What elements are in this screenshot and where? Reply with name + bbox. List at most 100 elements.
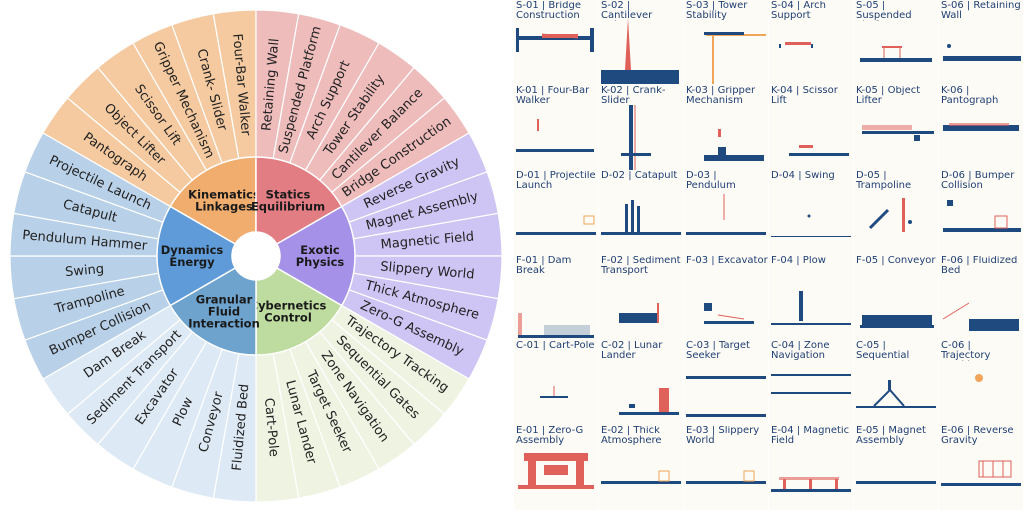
task-thumbnail: D-04 | Swing — [769, 170, 853, 255]
task-scene — [684, 255, 768, 340]
task-scene — [854, 425, 938, 510]
task-scene — [684, 170, 768, 255]
task-thumbnail: E-03 | Slippery World — [684, 425, 768, 510]
task-scene — [684, 425, 768, 510]
task-label: S-06 | Retaining Wall — [941, 1, 1021, 21]
task-scene — [514, 0, 598, 85]
task-label: C-04 | Zone Navigation — [771, 341, 830, 361]
task-thumbnail: S-04 | Arch Support — [769, 0, 853, 85]
task-label: E-04 | Magnetic Field — [771, 426, 850, 446]
task-thumbnail: C-01 | Cart-Pole — [514, 340, 598, 425]
task-label: C-05 | Sequential Gates — [856, 341, 910, 361]
task-thumbnail: D-01 | Projectile Launch — [514, 170, 598, 255]
task-scene — [939, 255, 1023, 340]
task-thumbnail: E-04 | Magnetic Field — [769, 425, 853, 510]
task-scene — [514, 255, 598, 340]
task-thumbnail: S-01 | Bridge Construction — [514, 0, 598, 85]
task-scene — [854, 340, 938, 425]
task-scene — [769, 425, 853, 510]
task-scene — [854, 85, 938, 170]
task-label: K-01 | Four-Bar Walker — [516, 86, 590, 106]
task-label: E-06 | Reverse Gravity — [941, 426, 1014, 446]
task-scene — [769, 340, 853, 425]
task-scene — [514, 170, 598, 255]
task-thumbnail: K-01 | Four-Bar Walker — [514, 85, 598, 170]
task-label: K-03 | Gripper Mechanism — [686, 86, 756, 106]
task-label: D-02 | Catapult — [601, 171, 678, 181]
task-scene — [939, 340, 1023, 425]
task-label: E-05 | Magnet Assembly — [856, 426, 926, 446]
task-thumbnail: K-05 | Object Lifter — [854, 85, 938, 170]
task-label: F-05 | Conveyor — [856, 256, 936, 266]
task-scene — [939, 0, 1023, 85]
task-thumbnail: F-01 | Dam Break — [514, 255, 598, 340]
task-label: F-02 | Sediment Transport — [601, 256, 681, 276]
task-scene — [854, 170, 938, 255]
task-scene — [684, 0, 768, 85]
task-label: S-05 | Suspended Platform — [856, 1, 912, 21]
task-thumbnail: D-05 | Trampoline — [854, 170, 938, 255]
task-thumbnail: F-05 | Conveyor — [854, 255, 938, 340]
task-label: K-04 | Scissor Lift — [771, 86, 838, 106]
task-label: S-04 | Arch Support — [771, 1, 826, 21]
task-thumbnail: F-06 | Fluidized Bed — [939, 255, 1023, 340]
task-scene — [514, 425, 598, 510]
wheel-item-label: Swing — [65, 262, 105, 280]
task-thumbnail: K-03 | Gripper Mechanism — [684, 85, 768, 170]
task-label: K-02 | Crank-Slider — [601, 86, 666, 106]
task-scene — [854, 255, 938, 340]
task-scene — [939, 170, 1023, 255]
task-scene — [599, 425, 683, 510]
task-label: S-03 | Tower Stability — [686, 1, 748, 21]
task-label: C-01 | Cart-Pole — [516, 341, 595, 351]
task-scene — [599, 255, 683, 340]
wheel-center-hole — [232, 232, 280, 280]
task-thumbnail: C-04 | Zone Navigation — [769, 340, 853, 425]
task-scene — [769, 170, 853, 255]
task-thumbnail: S-02 | Cantilever Balance — [599, 0, 683, 85]
task-label: E-03 | Slippery World — [686, 426, 760, 446]
wheel-item-label: Cart-Pole — [261, 397, 281, 457]
task-scene — [854, 0, 938, 85]
task-thumbnail: D-02 | Catapult — [599, 170, 683, 255]
task-label: D-05 | Trampoline — [856, 171, 912, 191]
task-thumbnail: D-03 | Pendulum Hammer — [684, 170, 768, 255]
task-scene — [939, 425, 1023, 510]
task-label: D-06 | Bumper Collision — [941, 171, 1015, 191]
task-scene — [769, 0, 853, 85]
task-thumbnail: K-04 | Scissor Lift — [769, 85, 853, 170]
task-label: C-03 | Target Seeker — [686, 341, 750, 361]
task-label: E-02 | Thick Atmosphere — [601, 426, 662, 446]
task-label: K-06 | Pantograph — [941, 86, 999, 106]
task-thumbnail: E-02 | Thick Atmosphere — [599, 425, 683, 510]
task-scene — [769, 85, 853, 170]
task-thumbnail: C-03 | Target Seeker — [684, 340, 768, 425]
task-label: E-01 | Zero-G Assembly — [516, 426, 584, 446]
task-thumbnail: C-02 | Lunar Lander — [599, 340, 683, 425]
task-label: D-01 | Projectile Launch — [516, 171, 596, 191]
task-scene — [769, 255, 853, 340]
task-scene — [599, 340, 683, 425]
task-thumbnail: F-03 | Excavator — [684, 255, 768, 340]
task-scene — [599, 170, 683, 255]
task-thumbnail: D-06 | Bumper Collision — [939, 170, 1023, 255]
task-scene — [599, 0, 683, 85]
task-thumbnail: C-06 | Trajectory Tracking — [939, 340, 1023, 425]
task-thumbnail: K-06 | Pantograph — [939, 85, 1023, 170]
task-thumbnail: E-05 | Magnet Assembly — [854, 425, 938, 510]
task-thumbnail: F-02 | Sediment Transport — [599, 255, 683, 340]
task-thumbnail: E-01 | Zero-G Assembly — [514, 425, 598, 510]
task-thumbnail: S-03 | Tower Stability — [684, 0, 768, 85]
task-label: F-04 | Plow — [771, 256, 826, 266]
task-scene — [684, 340, 768, 425]
task-thumbnail: S-06 | Retaining Wall — [939, 0, 1023, 85]
task-scene — [684, 85, 768, 170]
task-label: F-01 | Dam Break — [516, 256, 572, 276]
